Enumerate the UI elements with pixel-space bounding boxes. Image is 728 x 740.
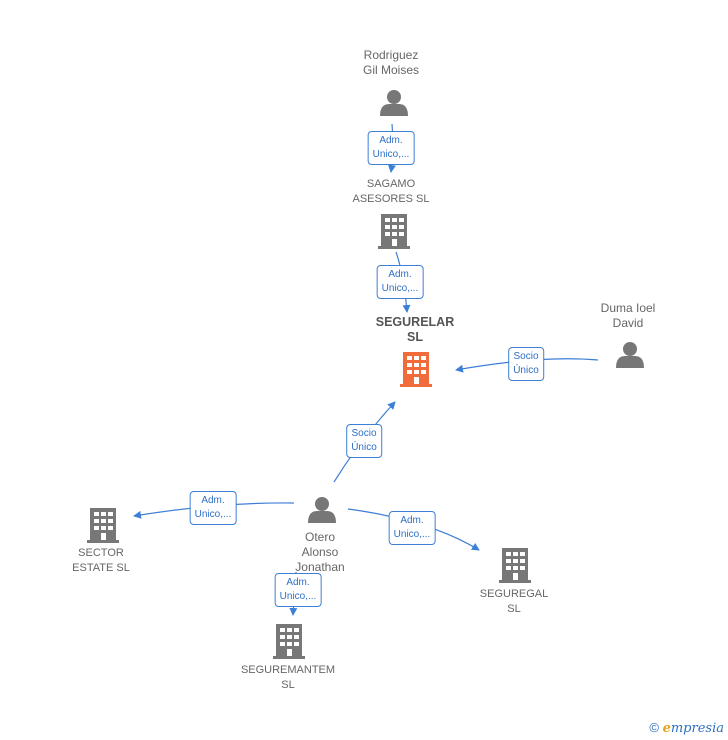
node-label-line: ESTATE SL (72, 562, 130, 574)
node-label-line: SEGURELAR (375, 315, 455, 329)
edge-label-otero-sector[interactable]: Adm. Unico,... (189, 491, 237, 525)
node-label-line: SL (281, 679, 295, 691)
building-icon[interactable] (400, 352, 432, 387)
copyright-symbol: © (649, 720, 659, 735)
edge-label-line: Adm. (400, 515, 424, 526)
edge-label-line: Adm. (201, 495, 225, 506)
node-label-line: Alonso (301, 545, 339, 559)
node-label-line: David (612, 316, 644, 330)
edge-label-line: Socio (351, 428, 377, 439)
node-label-line: SEGUREGAL (479, 588, 549, 600)
person-icon[interactable] (616, 342, 644, 368)
edge-label-line: Unico,... (194, 509, 232, 520)
node-duma-label[interactable]: Duma Ioel David (601, 301, 656, 331)
node-label-line: Jonathan (295, 560, 345, 574)
edge-label-line: Adm. (379, 135, 403, 146)
building-icon[interactable] (273, 624, 305, 659)
person-icon[interactable] (308, 497, 336, 523)
edge-label-otero-seguregal[interactable]: Adm. Unico,... (388, 511, 436, 545)
node-sagamo-label[interactable]: SAGAMO ASESORES SL (352, 177, 429, 207)
edge-label-otero-seguremantem[interactable]: Adm. Unico,... (274, 573, 322, 607)
footer-brand[interactable]: © empresia (649, 720, 724, 736)
node-label-line: Rodriguez (363, 48, 419, 62)
node-rodriguez-label[interactable]: Rodriguez Gil Moises (363, 48, 419, 78)
edge-label-line: Socio (513, 351, 539, 362)
edge-label-line: Unico,... (372, 149, 410, 160)
brand-logo: empresia (663, 721, 724, 736)
edge-label-sagamo-segurelar[interactable]: Adm. Unico,... (376, 265, 424, 299)
node-label-line: SL (507, 603, 521, 615)
edge-label-line: Unico,... (381, 283, 419, 294)
edge-label-line: Único (351, 442, 377, 453)
node-label-line: SECTOR (78, 547, 124, 559)
edge-label-line: Adm. (388, 269, 412, 280)
edge-label-rodriguez-sagamo[interactable]: Adm. Unico,... (367, 131, 415, 165)
edge-label-line: Único (513, 365, 539, 376)
node-otero-label[interactable]: Otero Alonso Jonathan (295, 530, 344, 575)
node-segurelar-label[interactable]: SEGURELAR SL (376, 315, 454, 345)
brand-logo-initial: e (662, 721, 671, 736)
node-sector-label[interactable]: SECTOR ESTATE SL (72, 546, 130, 576)
edge-label-line: Adm. (286, 577, 310, 588)
building-icon[interactable] (378, 214, 410, 249)
node-label-line: Otero (304, 530, 336, 544)
edge-label-line: Unico,... (393, 529, 431, 540)
node-label-line: SEGUREMANTEM (240, 664, 336, 676)
node-seguregal-label[interactable]: SEGUREGAL SL (480, 587, 548, 617)
edge-label-line: Unico,... (279, 591, 317, 602)
building-icon[interactable] (499, 548, 531, 583)
node-label-line: SL (407, 330, 423, 344)
building-icon[interactable] (87, 508, 119, 543)
node-label-line: SAGAMO (366, 178, 416, 190)
edge-label-duma-segurelar[interactable]: Socio Único (508, 347, 544, 381)
node-label-line: Gil Moises (362, 63, 420, 77)
node-seguremantem-label[interactable]: SEGUREMANTEM SL (241, 663, 335, 693)
node-label-line: ASESORES SL (352, 193, 430, 205)
brand-logo-rest: mpresia (670, 721, 724, 736)
node-label-line: Duma Ioel (600, 301, 656, 315)
person-icon[interactable] (380, 90, 408, 116)
edge-label-otero-segurelar[interactable]: Socio Único (346, 424, 382, 458)
